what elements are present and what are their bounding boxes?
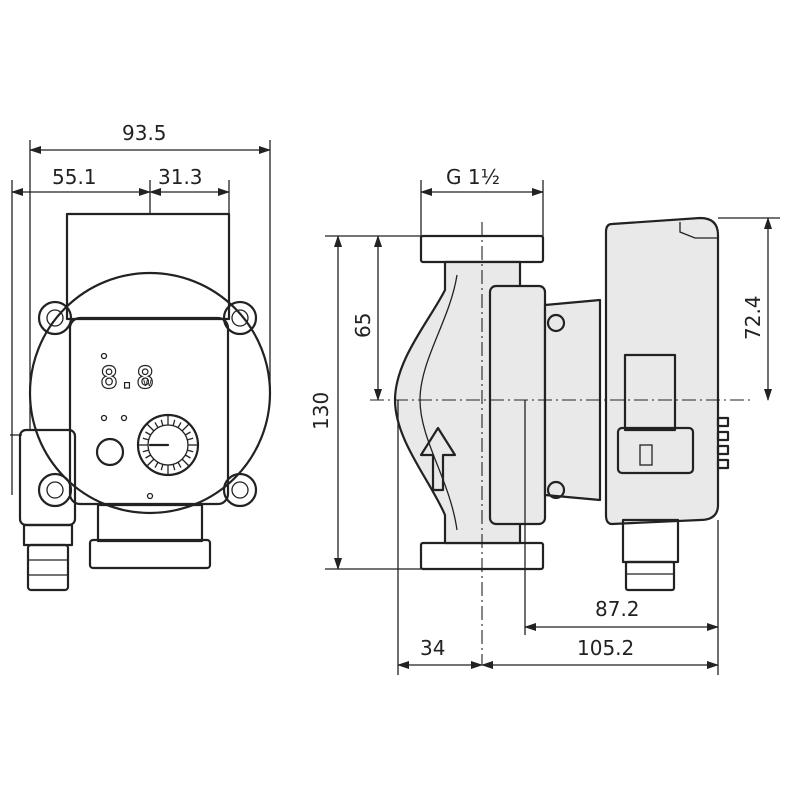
dim-left-depth: 34 — [420, 636, 445, 660]
arrow-up-icon — [419, 426, 457, 492]
led-display-icon: 8.8 W — [99, 352, 155, 397]
control-dial-icon — [136, 413, 200, 477]
dial-tick — [177, 422, 182, 429]
front-view: 8.8 W — [10, 212, 272, 592]
dial-tick — [142, 449, 149, 453]
dim-motor-depth: 87.2 — [595, 597, 640, 621]
dial-tick — [145, 431, 152, 436]
display-unit: W — [143, 379, 152, 389]
push-button-icon — [95, 437, 125, 467]
dial-tick — [154, 461, 159, 468]
dimension-lines — [11, 140, 780, 675]
control-panel — [68, 316, 230, 506]
dial-tick — [181, 458, 189, 466]
dim-left-offset: 55.1 — [52, 165, 97, 189]
side-view — [370, 216, 750, 665]
dim-right-offset: 31.3 — [158, 165, 203, 189]
cable-connector — [10, 428, 77, 592]
dial-tick — [177, 461, 182, 468]
motor-housing-top — [65, 212, 231, 321]
connector-box — [623, 353, 677, 432]
bottom-flange — [88, 538, 212, 570]
dim-total-width: 93.5 — [122, 121, 167, 145]
display-digits: 8.8 — [100, 361, 154, 396]
dial-tick — [147, 424, 155, 432]
dial-tick — [172, 419, 176, 426]
dial-tick — [154, 422, 159, 429]
mounting-lugs — [37, 300, 258, 508]
dial-tick — [145, 454, 152, 459]
motor-flange — [488, 284, 547, 526]
side-fins — [716, 416, 730, 470]
dial-tick — [160, 464, 164, 471]
dial-tick — [181, 424, 189, 432]
dim-upper-half: 65 — [351, 313, 375, 338]
dial-tick — [187, 449, 194, 453]
dim-thread-size: G 1½ — [446, 165, 500, 189]
dial-tick — [160, 419, 164, 426]
dim-overall-height: 130 — [309, 392, 333, 430]
dimension-labels: 93.5 55.1 31.3 G 1½ 130 65 72.4 87.2 34 … — [52, 121, 765, 660]
dial-tick — [147, 458, 155, 466]
dial-tick — [184, 454, 191, 459]
dial-tick — [142, 437, 149, 441]
dial-tick — [184, 431, 191, 436]
dim-head-height: 72.4 — [741, 295, 765, 340]
dial-tick — [187, 437, 194, 441]
dim-right-depth: 105.2 — [577, 636, 634, 660]
dial-tick — [172, 464, 176, 471]
motor-head — [604, 216, 720, 526]
